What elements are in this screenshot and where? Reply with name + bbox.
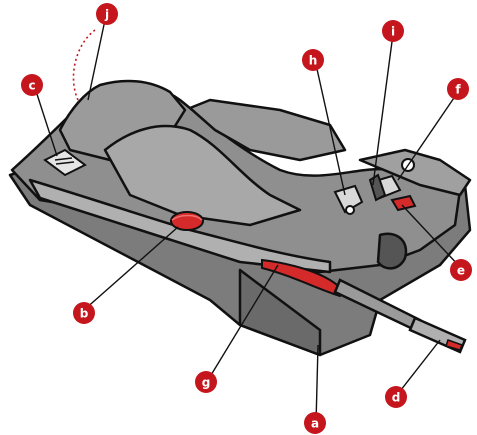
callout-d: d	[385, 386, 407, 408]
callout-h-label: h	[309, 54, 318, 68]
callout-a: a	[304, 412, 326, 434]
callout-f-label: f	[455, 83, 461, 97]
front-pocket	[378, 234, 406, 269]
callout-b: b	[73, 302, 95, 324]
callout-j-label: j	[104, 8, 109, 22]
callout-j: j	[96, 3, 118, 25]
callout-c-label: c	[28, 79, 35, 93]
callout-i: i	[382, 20, 404, 42]
callout-i-label: i	[391, 25, 395, 39]
callout-c: c	[21, 74, 43, 96]
callout-h: h	[302, 49, 324, 71]
callout-g-label: g	[202, 376, 211, 390]
callout-b-label: b	[80, 307, 89, 321]
callout-g: g	[195, 371, 217, 393]
callout-d-label: d	[392, 391, 401, 405]
callout-e: e	[450, 259, 472, 281]
callout-a-label: a	[311, 417, 319, 431]
side-release-handle	[171, 212, 203, 230]
callout-e-label: e	[457, 264, 465, 278]
callout-f: f	[447, 78, 469, 100]
